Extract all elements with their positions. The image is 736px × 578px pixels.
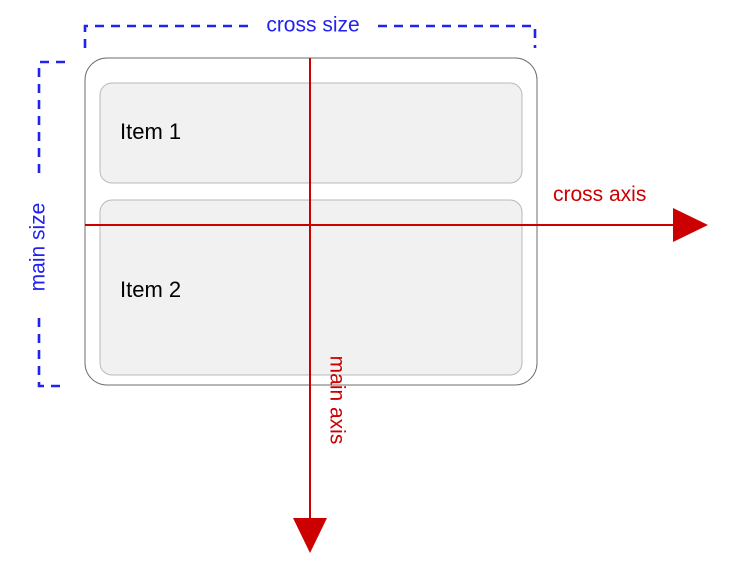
cross-size-bracket-left [83, 24, 248, 48]
main-size-bracket-bottom [37, 318, 65, 388]
cross-axis-group: cross axis [85, 183, 708, 242]
flex-item-1-label: Item 1 [120, 119, 181, 144]
cross-size-bracket-right [378, 24, 537, 48]
cross-size-label: cross size [266, 14, 359, 37]
main-axis-label: main axis [325, 356, 348, 445]
main-size-bracket-top [37, 60, 65, 176]
main-axis-group: main axis [293, 58, 348, 553]
flex-items-group: Item 1 Item 2 [99, 82, 523, 376]
flex-item-2-label: Item 2 [120, 277, 181, 302]
cross-axis-arrowhead-icon [673, 208, 708, 242]
main-size-label: main size [27, 203, 50, 292]
main-size-measurement: main size [27, 60, 65, 388]
cross-axis-label: cross axis [553, 183, 646, 206]
cross-size-measurement: cross size [83, 14, 537, 48]
main-axis-arrowhead-icon [293, 518, 327, 553]
